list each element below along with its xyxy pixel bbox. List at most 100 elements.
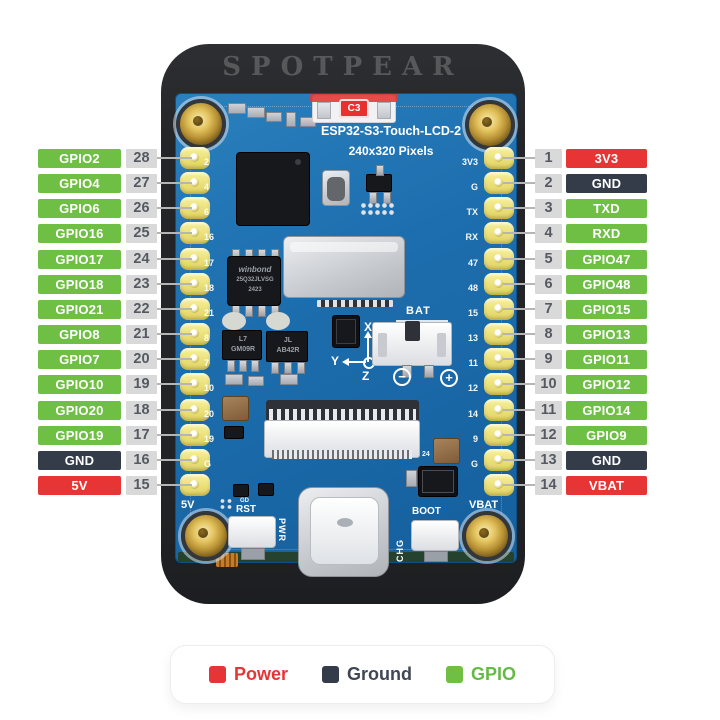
- esp32-s3-chip: [236, 152, 310, 226]
- battery-connector: [372, 321, 452, 366]
- sd-card-slot: [283, 236, 405, 298]
- leader-line-left: [154, 483, 192, 486]
- pin-number: 28: [126, 149, 157, 168]
- regulator-leg: [227, 360, 235, 372]
- pin-label-gpio19: GPIO19: [38, 425, 121, 445]
- header-pin-left: [180, 247, 210, 270]
- leader-line-left: [154, 408, 192, 411]
- regulator-leg: [239, 360, 247, 372]
- pin-label-gpio8: GPIO8: [38, 325, 121, 345]
- pin-number: 15: [126, 475, 157, 495]
- header-pin-right: [484, 222, 514, 245]
- pin-label-gpio47: GPIO47: [566, 249, 647, 269]
- silk-number-right: 14: [467, 408, 478, 419]
- pin-label-gpio9: GPIO9: [566, 425, 647, 445]
- silk-number-left: 18: [204, 282, 215, 293]
- module-cap: [377, 102, 391, 119]
- pin-number: 25: [126, 224, 157, 244]
- silk-number-left: 17: [204, 257, 215, 268]
- pin-label-gpio4: GPIO4: [38, 174, 121, 194]
- pin-label-gpio2: GPIO2: [38, 149, 121, 168]
- flash-datecode: 2423: [248, 287, 262, 293]
- pin-number: 4: [535, 224, 562, 244]
- leader-line-right: [503, 433, 537, 436]
- header-pin-right: [484, 473, 514, 496]
- header-pin-left: [180, 348, 210, 371]
- imu-chip: [332, 315, 360, 348]
- leader-line-right: [503, 333, 537, 336]
- red-strip: [310, 94, 398, 102]
- silk-number-right: 12: [467, 383, 478, 394]
- board-title: ESP32-S3-Touch-LCD-2: [320, 124, 462, 138]
- leader-line-left: [154, 433, 192, 436]
- leader-line-left: [154, 358, 192, 361]
- bat-label: BAT: [406, 305, 431, 317]
- flash-brand: winbond: [238, 265, 272, 274]
- pin-label-gnd: GND: [38, 450, 121, 470]
- header-pin-left: [180, 423, 210, 446]
- fpc-pin-count: 24: [422, 451, 430, 458]
- gpio-color-swatch: [446, 666, 463, 683]
- silk-number-right: 47: [467, 257, 478, 268]
- header-pin-right: [484, 247, 514, 270]
- regulator-leg: [284, 362, 292, 374]
- silk-number-left: 19: [204, 433, 215, 444]
- leader-line-left: [154, 207, 192, 210]
- leader-line-right: [503, 358, 537, 361]
- smd-component: [406, 470, 417, 487]
- pin-label-gpio20: GPIO20: [38, 400, 121, 420]
- silk-number-right: 15: [467, 307, 478, 318]
- header-pin-left: [180, 272, 210, 295]
- legend-item-ground: Ground: [322, 664, 412, 685]
- cap-bump: [222, 312, 246, 330]
- header-pin-left: [180, 448, 210, 471]
- leader-line-left: [154, 157, 192, 159]
- regulator-leg: [271, 362, 279, 374]
- leader-line-right: [503, 408, 537, 411]
- bat-silk-line: [396, 320, 448, 322]
- leader-line-right: [503, 383, 537, 386]
- pin-label-gpio21: GPIO21: [38, 299, 121, 319]
- transistor-leg: [376, 165, 384, 176]
- pin-number: 2: [535, 174, 562, 194]
- pin-number: 23: [126, 274, 157, 294]
- crystal-oscillator: [322, 170, 350, 206]
- boot-label: BOOT: [412, 506, 441, 517]
- pin-number: 10: [535, 375, 562, 395]
- pin-number: 13: [535, 450, 562, 470]
- header-pin-right: [484, 323, 514, 346]
- battery-connector-peg: [424, 365, 434, 378]
- pin-number: 19: [126, 375, 157, 395]
- axis-y-label: Y: [331, 354, 340, 368]
- pin-label-gpio16: GPIO16: [38, 224, 121, 244]
- silk-number-left: 21: [204, 307, 215, 318]
- battery-minus-icon: −: [393, 368, 411, 386]
- gd-silk-label: GD: [240, 498, 249, 504]
- brand-watermark: SPOTPEAR: [222, 52, 464, 82]
- silk-number-left: 20: [204, 408, 215, 419]
- regulator-right: JL AB42R: [266, 331, 308, 362]
- leader-line-left: [154, 257, 192, 260]
- flex-cable-stub: [216, 553, 238, 567]
- pin-label-vbat: VBAT: [566, 475, 647, 495]
- silk-number-left: 7: [204, 358, 210, 369]
- button-stem: [241, 548, 265, 560]
- header-pin-left: [180, 373, 210, 396]
- smd-component: [266, 112, 282, 122]
- smd-component: [247, 107, 265, 118]
- jumper-c3-label: C3: [339, 99, 369, 118]
- sd-slot-pads: [317, 300, 393, 307]
- pin-label-gpio12: GPIO12: [566, 375, 647, 395]
- screw-bottom-left: [181, 511, 231, 561]
- silk-number-right: 48: [467, 282, 478, 293]
- fpc-clamp: [266, 400, 419, 422]
- pin-label-gpio10: GPIO10: [38, 375, 121, 395]
- leader-line-right: [503, 307, 537, 310]
- header-pin-right: [484, 197, 514, 220]
- header-pin-right: [484, 172, 514, 195]
- pin-number: 21: [126, 325, 157, 345]
- pin-number: 6: [535, 274, 562, 294]
- smd-component: [248, 376, 264, 386]
- legend-card: Power Ground GPIO: [170, 645, 555, 704]
